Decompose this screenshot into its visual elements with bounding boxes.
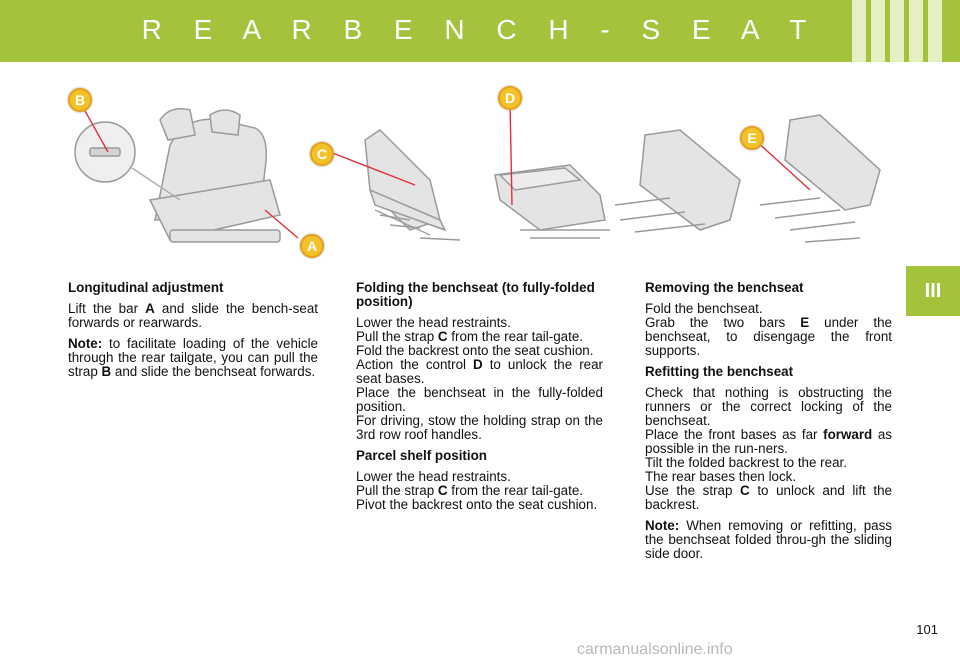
- chapter-tab[interactable]: III: [906, 266, 960, 316]
- seat-illustration-5: [759, 114, 881, 243]
- column-removing: Removing the benchseat Fold the benchsea…: [645, 281, 892, 568]
- paragraph: Lower the head restraints. Pull the stra…: [356, 315, 604, 442]
- header-stripes: [852, 0, 942, 62]
- watermark-link[interactable]: carmanualsonline.info: [577, 641, 733, 658]
- heading-folding: Folding the benchseat (to fully-folded p…: [356, 280, 595, 309]
- callout-c: C: [310, 142, 334, 166]
- callout-b: B: [68, 88, 92, 112]
- paragraph: Check that nothing is obstructing the ru…: [645, 385, 893, 512]
- seat-illustration-1: [74, 108, 281, 243]
- seat-illustration-4: [614, 129, 741, 233]
- paragraph: Fold the benchseat. Grab the two bars E …: [645, 301, 892, 358]
- note: Note: to facilitate loading of the vehic…: [68, 336, 318, 379]
- heading-parcel-shelf: Parcel shelf position: [356, 448, 487, 463]
- column-longitudinal: Longitudinal adjustment Lift the bar A a…: [68, 281, 318, 386]
- callout-leaders: [79, 101, 811, 239]
- paragraph: Lift the bar A and slide the bench-seat …: [68, 301, 318, 330]
- callout-e: E: [740, 126, 764, 150]
- callout-d: D: [498, 86, 522, 110]
- page-header: R E A R B E N C H - S E A T: [0, 0, 960, 62]
- column-folding: Folding the benchseat (to fully-folded p…: [356, 281, 603, 519]
- seat-illustrations: [74, 101, 881, 243]
- note: Note: When removing or refitting, pass t…: [645, 518, 892, 561]
- callout-a: A: [300, 234, 324, 258]
- page-number: 101: [916, 622, 938, 637]
- heading-longitudinal: Longitudinal adjustment: [68, 280, 224, 295]
- seat-illustration-2: [364, 129, 461, 241]
- paragraph: Lower the head restraints. Pull the stra…: [356, 469, 598, 512]
- heading-refitting: Refitting the benchseat: [645, 364, 794, 379]
- seat-illustration-3: [494, 164, 610, 239]
- heading-removing: Removing the benchseat: [645, 280, 804, 295]
- page-title: R E A R B E N C H - S E A T: [141, 14, 819, 45]
